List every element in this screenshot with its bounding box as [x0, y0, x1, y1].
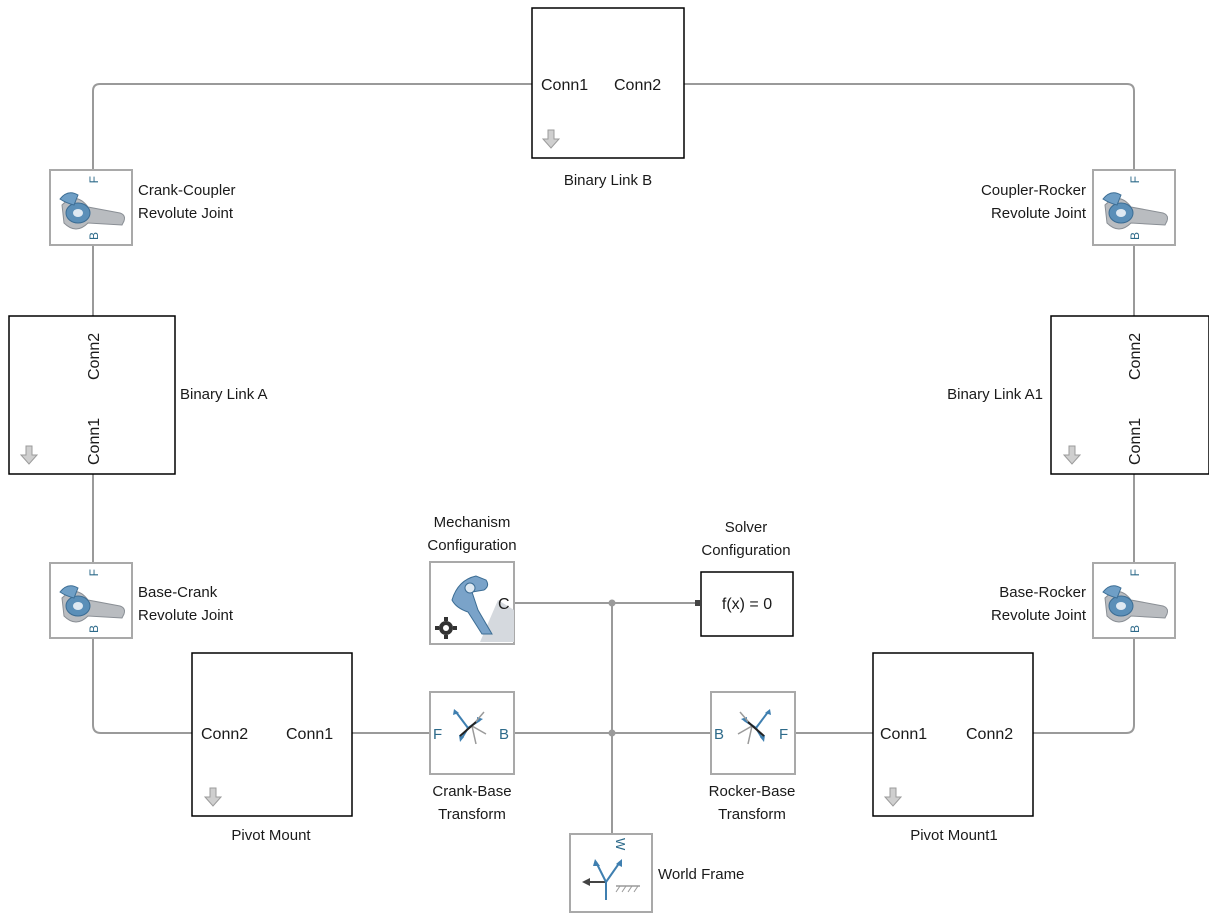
binary-link-b-block[interactable]: Conn1 Conn2 Binary Link B	[531, 7, 685, 189]
base-rocker-joint-block[interactable]: F B Base-Rocker Revolute Joint	[991, 562, 1176, 639]
binary-link-a1-port-conn1[interactable]: Conn1	[1127, 418, 1144, 465]
pivot-mount-port-conn2[interactable]: Conn2	[201, 726, 248, 743]
base-rocker-label-line1[interactable]: Base-Rocker	[999, 584, 1086, 601]
binary-link-a1-port-conn2[interactable]: Conn2	[1127, 333, 1144, 380]
crank-base-transform-block[interactable]: F B Crank-Base Transform	[429, 691, 515, 823]
base-rocker-port-b[interactable]: B	[1128, 625, 1142, 633]
crank-base-label-line2[interactable]: Transform	[438, 806, 506, 823]
base-crank-label-line2[interactable]: Revolute Joint	[138, 607, 234, 624]
base-rocker-label-line2[interactable]: Revolute Joint	[991, 607, 1087, 624]
crank-coupler-port-b[interactable]: B	[87, 232, 101, 240]
pivot-mount1-label[interactable]: Pivot Mount1	[910, 827, 998, 844]
coupler-rocker-port-f[interactable]: F	[1128, 176, 1142, 183]
pivot-mount1-block[interactable]: Conn1 Conn2 Pivot Mount1	[872, 652, 1034, 844]
solver-config-expression: f(x) = 0	[722, 596, 772, 613]
pivot-mount1-port-conn1[interactable]: Conn1	[880, 726, 927, 743]
solver-config-label-line2[interactable]: Configuration	[701, 542, 790, 559]
crank-base-port-f[interactable]: F	[433, 726, 442, 743]
binary-link-a-label[interactable]: Binary Link A	[180, 386, 268, 403]
pivot-mount-label[interactable]: Pivot Mount	[231, 827, 311, 844]
pivot-mount1-port-conn2[interactable]: Conn2	[966, 726, 1013, 743]
mechanism-configuration-icon	[435, 575, 514, 642]
rocker-base-port-b[interactable]: B	[714, 726, 724, 743]
world-frame-block[interactable]: W World Frame	[569, 833, 744, 913]
binary-link-b-port-conn1[interactable]: Conn1	[541, 77, 588, 94]
solver-config-label-line1[interactable]: Solver	[725, 519, 768, 536]
crank-coupler-joint-block[interactable]: F B Crank-Coupler Revolute Joint	[49, 169, 236, 246]
pivot-mount-port-conn1[interactable]: Conn1	[286, 726, 333, 743]
rocker-base-transform-block[interactable]: B F Rocker-Base Transform	[709, 691, 796, 823]
coupler-rocker-label-line2[interactable]: Revolute Joint	[991, 205, 1087, 222]
base-crank-port-f[interactable]: F	[87, 569, 101, 576]
coupler-rocker-label-line1[interactable]: Coupler-Rocker	[981, 182, 1086, 199]
binary-link-a1-label[interactable]: Binary Link A1	[947, 386, 1043, 403]
rocker-base-label-line1[interactable]: Rocker-Base	[709, 783, 796, 800]
base-crank-label-line1[interactable]: Base-Crank	[138, 584, 218, 601]
coupler-rocker-joint-block[interactable]: F B Coupler-Rocker Revolute Joint	[981, 169, 1176, 246]
world-frame-label[interactable]: World Frame	[658, 866, 744, 883]
solver-configuration-block[interactable]: Solver Configuration f(x) = 0	[700, 519, 794, 637]
base-crank-port-b[interactable]: B	[87, 625, 101, 633]
binary-link-a1-block[interactable]: Conn2 Conn1 Binary Link A1	[947, 315, 1209, 475]
rocker-base-label-line2[interactable]: Transform	[718, 806, 786, 823]
mechanism-configuration-block[interactable]: Mechanism Configuration C	[427, 514, 517, 645]
pivot-mount-block[interactable]: Conn2 Conn1 Pivot Mount	[191, 652, 353, 844]
base-crank-joint-block[interactable]: F B Base-Crank Revolute Joint	[49, 562, 234, 639]
base-rocker-port-f[interactable]: F	[1128, 569, 1142, 576]
world-frame-port-w[interactable]: W	[613, 838, 628, 851]
crank-base-label-line1[interactable]: Crank-Base	[432, 783, 511, 800]
binary-link-b-label[interactable]: Binary Link B	[564, 172, 652, 189]
mechanism-config-label-line1[interactable]: Mechanism	[434, 514, 511, 531]
binary-link-a-port-conn1[interactable]: Conn1	[86, 418, 103, 465]
world-frame-icon	[582, 859, 640, 900]
binary-link-b-port-conn2[interactable]: Conn2	[614, 77, 661, 94]
binary-link-a-block[interactable]: Conn2 Conn1 Binary Link A	[8, 315, 268, 475]
coupler-rocker-port-b[interactable]: B	[1128, 232, 1142, 240]
binary-link-a-port-conn2[interactable]: Conn2	[86, 333, 103, 380]
connection-lines	[92, 83, 1135, 834]
crank-coupler-port-f[interactable]: F	[87, 176, 101, 183]
mechanism-config-label-line2[interactable]: Configuration	[427, 537, 516, 554]
crank-base-port-b[interactable]: B	[499, 726, 509, 743]
rocker-base-port-f[interactable]: F	[779, 726, 788, 743]
crank-coupler-label-line2[interactable]: Revolute Joint	[138, 205, 234, 222]
crank-coupler-label-line1[interactable]: Crank-Coupler	[138, 182, 236, 199]
mechanism-config-port-c[interactable]: C	[498, 596, 510, 613]
